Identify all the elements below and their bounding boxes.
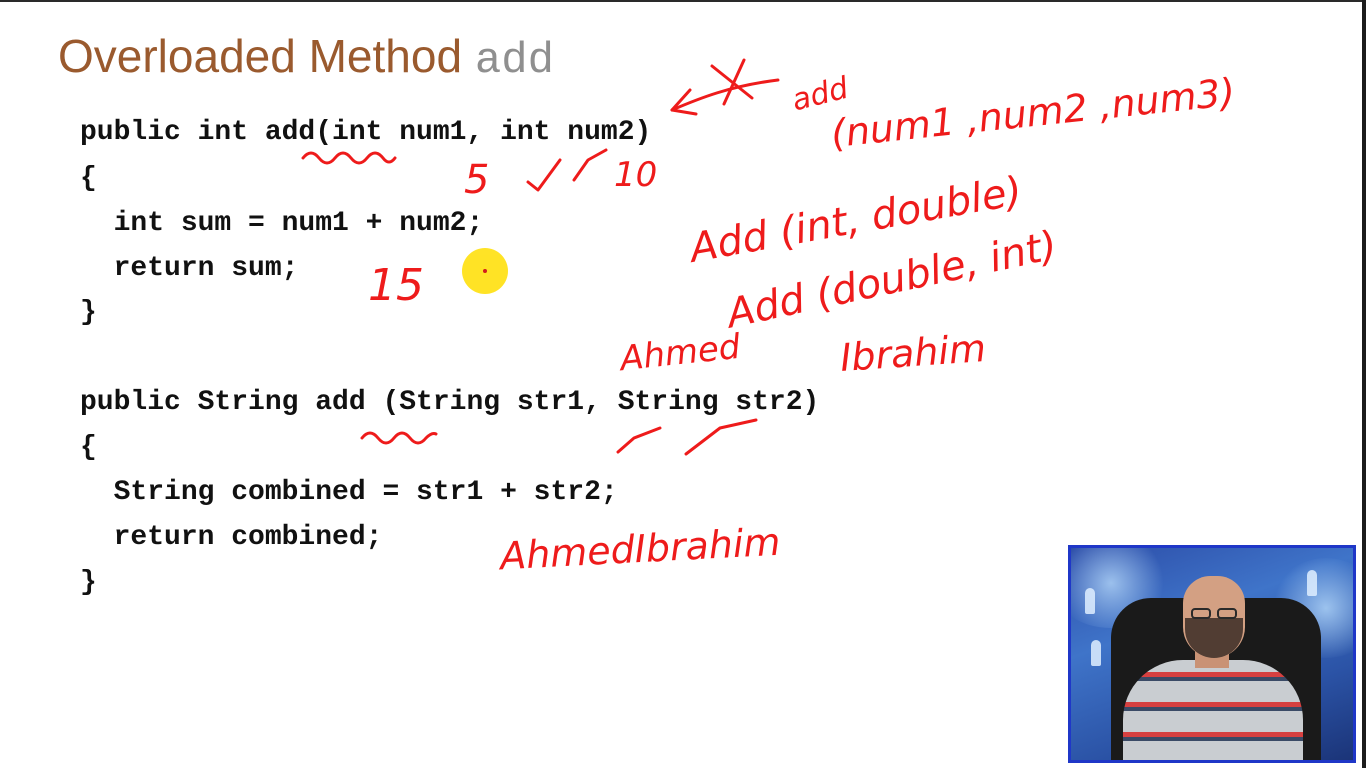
ink-squiggle-add-2 — [360, 431, 438, 445]
ink-number-15: 15 — [368, 260, 424, 311]
cursor-highlight-icon — [462, 248, 508, 294]
webcam-bg-figure-icon — [1085, 588, 1095, 614]
slide-title-code: add — [474, 36, 555, 86]
ink-ahmed: Ahmed — [618, 326, 743, 380]
ink-arrow-head — [670, 88, 698, 116]
glasses-lens-left — [1191, 608, 1211, 619]
ink-check-1 — [526, 158, 562, 192]
slide-title-text: Overloaded Method — [58, 30, 463, 82]
code-line-method1-open-brace: { — [80, 163, 97, 194]
ink-check-2 — [572, 148, 608, 182]
ink-check-3 — [616, 426, 662, 454]
webcam-person-shirt — [1123, 660, 1303, 760]
code-line-method1-return: return sum; — [80, 253, 299, 284]
ink-three-params: (num1 ,num2 ,num3) — [828, 69, 1238, 157]
code-line-method1-signature: public int add(int num1, int num2) — [80, 117, 652, 148]
webcam-overlay — [1068, 545, 1356, 763]
webcam-bg-figure-icon — [1091, 640, 1101, 666]
webcam-glasses-icon — [1189, 608, 1239, 620]
code-line-method2-close-brace: } — [80, 567, 97, 598]
code-line-method2-return: return combined; — [80, 522, 383, 553]
ink-cross-mark — [710, 58, 754, 106]
code-line-method2-open-brace: { — [80, 432, 97, 463]
ink-arrow-shaft — [670, 78, 780, 112]
ink-ahmed-ibrahim: AhmedIbrahim — [499, 519, 782, 579]
ink-squiggle-add-1 — [301, 151, 397, 165]
code-line-method1-close-brace: } — [80, 297, 97, 328]
ink-ibrahim: Ibrahim — [838, 325, 988, 381]
cursor-dot-icon — [483, 269, 487, 273]
code-line-method2-combined: String combined = str1 + str2; — [80, 477, 618, 508]
webcam-bg-figure-icon — [1307, 570, 1317, 596]
ink-number-5: 5 — [464, 157, 490, 203]
ink-check-4 — [684, 418, 758, 456]
glasses-lens-right — [1217, 608, 1237, 619]
code-line-method2-signature: public String add (String str1, String s… — [80, 387, 820, 418]
window-top-border — [0, 0, 1366, 2]
slide-title: Overloaded Method add — [58, 28, 554, 89]
code-line-method1-sum: int sum = num1 + num2; — [80, 208, 484, 239]
ink-number-10: 10 — [614, 155, 658, 195]
window-right-border — [1362, 0, 1366, 768]
